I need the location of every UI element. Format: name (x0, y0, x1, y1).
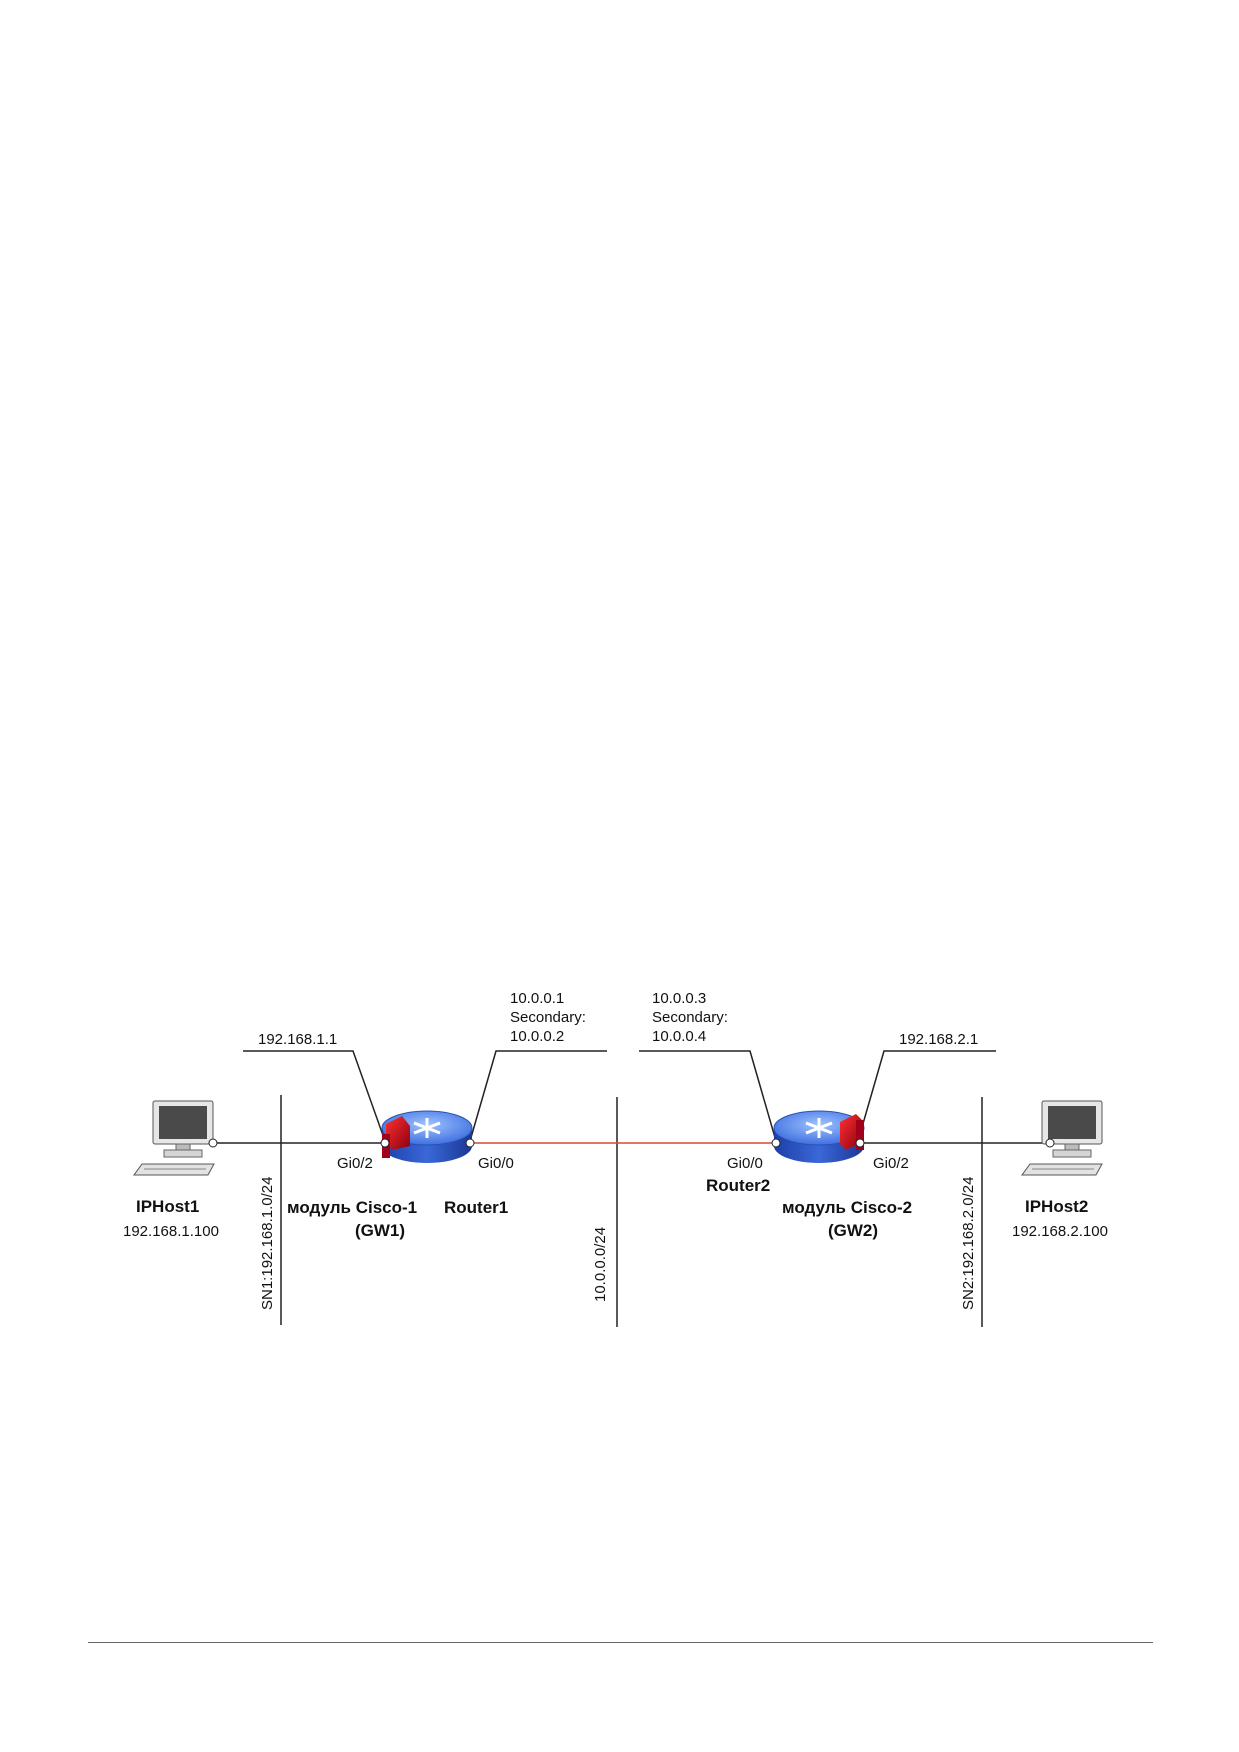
callout-r2-wan-line1: 10.0.0.3 (652, 990, 706, 1007)
computer-icon-host2 (1021, 1100, 1103, 1176)
callout-r1-lan-ip: 192.168.1.1 (258, 1031, 337, 1048)
callout-r1-wan-line2: Secondary: (510, 1009, 586, 1026)
port-r2-gi02 (855, 1138, 865, 1148)
router2-module: модуль Cisco-2 (782, 1198, 912, 1217)
subnet-label-mid: 10.0.0.0/24 (592, 1227, 609, 1302)
callout-leader-r2-lan (857, 1050, 996, 1142)
port-r2-gi00 (771, 1138, 781, 1148)
subnet-label-sn2: SN2:192.168.2.0/24 (960, 1177, 977, 1310)
port-host2 (1045, 1138, 1055, 1148)
port-r1-gi00 (465, 1138, 475, 1148)
callout-leader-r2-wan (639, 1050, 777, 1142)
subnet-label-sn1: SN1:192.168.1.0/24 (259, 1177, 276, 1310)
callout-r1-wan-line1: 10.0.0.1 (510, 990, 564, 1007)
router1-gw: (GW1) (355, 1221, 405, 1240)
router1-name: Router1 (444, 1198, 508, 1217)
router2-name: Router2 (706, 1176, 770, 1195)
router2-gw: (GW2) (828, 1221, 878, 1240)
host1-ip: 192.168.1.100 (123, 1223, 219, 1240)
callout-r1-wan-line3: 10.0.0.2 (510, 1028, 564, 1045)
callout-r2-wan-line3: 10.0.0.4 (652, 1028, 706, 1045)
callout-r2-lan-ip: 192.168.2.1 (899, 1031, 978, 1048)
port-r1-gi02 (380, 1138, 390, 1148)
router1-module: модуль Cisco-1 (287, 1198, 417, 1217)
callout-r2-wan-line2: Secondary: (652, 1009, 728, 1026)
iface-r1-right: Gi0/0 (478, 1155, 514, 1172)
port-host1 (208, 1138, 218, 1148)
computer-icon-host1 (133, 1100, 215, 1176)
host1-name: IPHost1 (136, 1197, 199, 1216)
host2-ip: 192.168.2.100 (1012, 1223, 1108, 1240)
host2-name: IPHost2 (1025, 1197, 1088, 1216)
iface-r2-left: Gi0/0 (727, 1155, 763, 1172)
callout-leader-r1-lan (243, 1050, 386, 1142)
iface-r1-left: Gi0/2 (337, 1155, 373, 1172)
callout-leader-r1-wan (469, 1050, 607, 1142)
footer-rule (88, 1642, 1153, 1643)
router-icon-router2 (773, 1110, 865, 1163)
router-icon-router1 (381, 1110, 473, 1163)
iface-r2-right: Gi0/2 (873, 1155, 909, 1172)
